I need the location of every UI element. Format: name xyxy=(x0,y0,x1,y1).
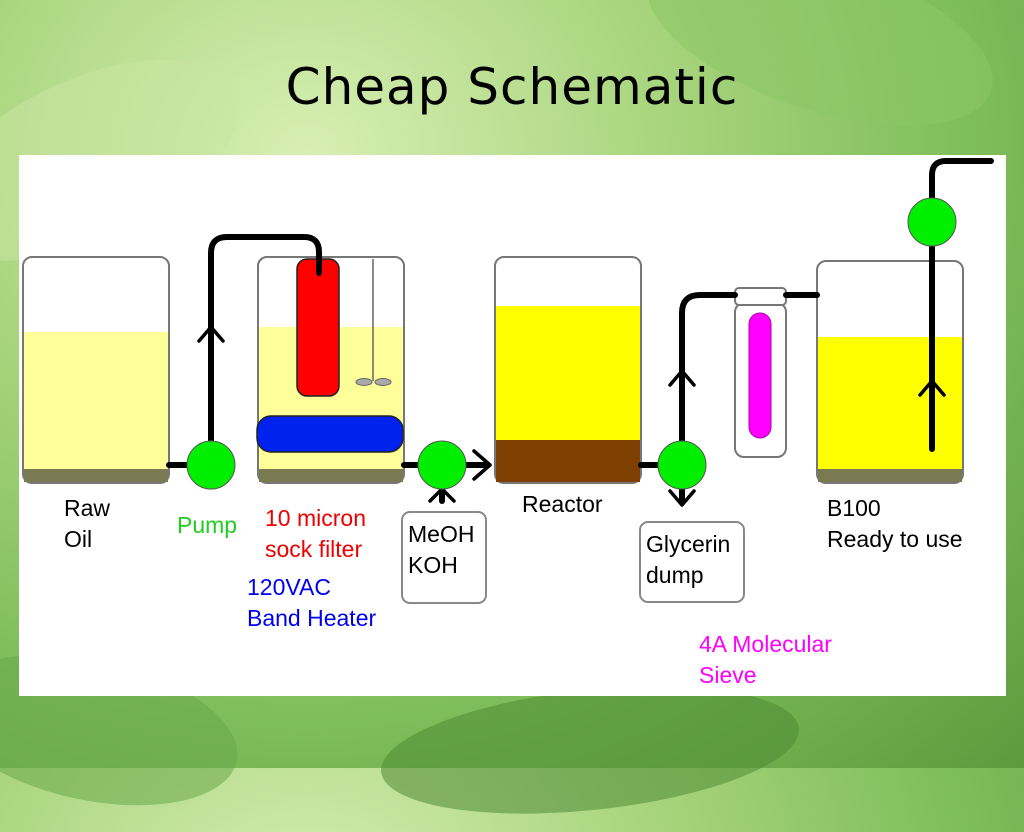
pipe-to-sieve xyxy=(679,292,738,468)
raw-oil-tank xyxy=(22,256,170,484)
filter-tank-sediment xyxy=(259,469,403,482)
molecular-sieve-label: 4A Molecular Sieve xyxy=(699,631,832,688)
band-heater xyxy=(256,415,404,453)
b100-label: B100 Ready to use xyxy=(827,495,963,552)
reactor-glycerin-layer xyxy=(496,440,640,482)
band-heater-label: 120VAC Band Heater xyxy=(247,574,377,631)
glycerin-pump xyxy=(657,440,707,490)
reactor-tank xyxy=(494,256,642,484)
glycerin-dump-box: Glycerin dump xyxy=(639,521,745,603)
slide-title: Cheap Schematic xyxy=(285,58,739,116)
meoh-pump xyxy=(417,440,467,490)
up-arrow xyxy=(918,379,946,397)
molecular-sieve xyxy=(734,287,787,458)
raw-oil-label: Raw Oil xyxy=(64,495,111,552)
sieve-cap xyxy=(734,287,787,306)
b100-sediment xyxy=(818,469,962,482)
sieve-media xyxy=(748,312,772,439)
pump-label: Pump xyxy=(177,512,238,538)
schematic-drawing xyxy=(22,158,994,507)
mixer-blade-right xyxy=(374,378,392,386)
up-arrow xyxy=(197,325,225,343)
down-arrow xyxy=(668,489,696,507)
pipe-pump-to-filter xyxy=(208,234,322,468)
b100-pump xyxy=(907,197,957,247)
raw-oil-sediment xyxy=(24,469,168,482)
sock-filter-label: 10 micron sock filter xyxy=(265,505,366,562)
pipe-b100-outlet xyxy=(929,158,994,452)
meoh-koh-box: MeOH KOH xyxy=(401,511,487,604)
pumps xyxy=(186,197,957,490)
right-arrow xyxy=(472,449,492,481)
filter-heater-tank xyxy=(256,256,405,484)
mixer-blade-left xyxy=(355,378,373,386)
reactor-biodiesel-layer xyxy=(496,306,640,440)
b100-liquid xyxy=(818,337,962,469)
up-arrow xyxy=(668,369,696,387)
raw-oil-liquid xyxy=(24,332,168,469)
b100-tank xyxy=(816,260,964,484)
schematic-panel: Raw Oil Pump 10 micron sock filter 120VA… xyxy=(19,155,1006,696)
sock-filter xyxy=(296,258,340,397)
reactor-label: Reactor xyxy=(522,491,603,517)
raw-oil-pump xyxy=(186,440,236,490)
